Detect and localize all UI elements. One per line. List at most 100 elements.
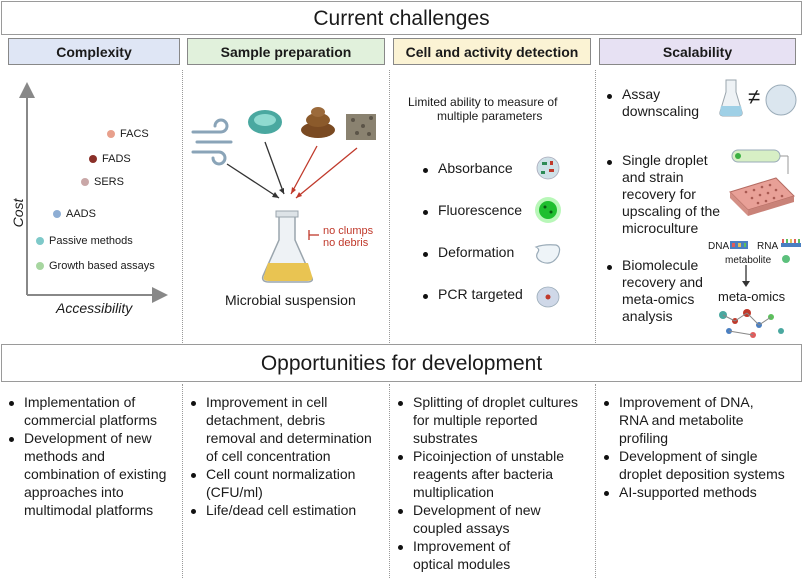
downscaling-graphic [719,79,797,117]
opp-sc1-l1: Improvement of DNA, [619,394,754,410]
sample-prep-graphic [191,107,376,283]
scalability-item2-line3: recovery for [622,186,696,202]
opp-sample-1: Improvement in cell detachment, debris r… [188,393,388,465]
opp-d3-l1: Development of new [413,502,541,518]
dna-label: DNA [708,241,730,252]
scalability-item-biomolecule: Biomolecule recovery and meta-omics anal… [604,257,703,325]
opp-sample-2: Cell count normalization (CFU/ml) [188,465,388,501]
well-plate-icon [729,177,795,216]
opp-scalability-3: AI-supported methods [601,483,801,501]
label-fads: FADS [102,153,131,165]
divider-3 [595,70,596,343]
detection-item-absorbance: Absorbance [420,160,523,202]
opp-d2-l1: Picoinjection of unstable [413,448,564,464]
complexity-axes [19,82,168,303]
microbial-suspension-caption: Microbial suspension [225,292,356,308]
droplet-transfer-icon [731,149,789,174]
opp-s3-l1: Life/dead cell estimation [206,502,357,518]
no-debris-label: no debris [323,237,369,249]
detection-item-deformation: Deformation [420,244,523,286]
scalability-item1-line1: Assay [622,86,661,102]
opportunities-detection: Splitting of droplet cultures for multip… [395,393,595,573]
header-scalability-label: Scalability [662,43,733,60]
detection-item-fluorescence: Fluorescence [420,202,523,244]
dna-strand-icon [730,241,748,249]
label-passive: Passive methods [49,235,133,247]
opp-sc3-l1: AI-supported methods [619,484,757,500]
point-fads [89,155,97,163]
detection-intro-2: multiple parameters [437,109,543,123]
scalability-item3-line2: recovery and [622,274,703,290]
scalability-item2-line1: Single droplet [622,152,708,168]
opp-d3-l2: coupled assays [413,520,510,536]
opp-c1-l2: commercial platforms [24,412,158,428]
opp-sc1-l2: RNA and metabolite [619,412,744,428]
detection-item-pcr: PCR targeted [420,286,523,328]
flask-icon [261,210,314,283]
opp-detection-3: Development of new coupled assays [395,501,595,537]
opp-d4-l1: Improvement of [413,538,511,554]
label-facs: FACS [120,128,149,140]
rna-label: RNA [757,241,779,252]
not-equal-sign: ≠ [748,84,761,109]
complexity-chart: Cost Accessibility FACS FADS SERS AADS P… [0,70,180,340]
divider-6 [595,384,596,578]
header-complexity: Complexity [8,38,180,65]
scalability-item3-line3: meta-omics [622,291,695,307]
pcr-icon [536,286,560,308]
microplate-graphic [729,149,795,216]
opp-s1-l4: of cell concentration [206,448,331,464]
header-sample-preparation-label: Sample preparation [220,43,352,60]
opp-d1-l1: Splitting of droplet cultures [413,394,578,410]
opp-c2-l5: multimodal platforms [24,502,154,518]
opp-detection-1: Splitting of droplet cultures for multip… [395,393,595,447]
point-aads [53,210,61,218]
metabolite-label: metabolite [725,255,772,266]
scalability-item2-line2: and strain [622,169,684,185]
opportunities-title: Opportunities for development [1,344,802,382]
opp-sc1-l3: profiling [619,430,669,446]
scalability-item1-line2: downscaling [622,103,700,119]
opportunities-text: Opportunities for development [260,352,543,375]
scalability-item-droplet-recovery: Single droplet and strain recovery for u… [604,152,720,237]
x-axis-label: Accessibility [56,300,133,316]
feces-icon [301,107,335,138]
opp-c2-l1: Development of new [24,430,152,446]
header-scalability: Scalability [599,38,796,65]
scalability-item3-line1: Biomolecule [622,257,699,273]
omics-graphic [719,239,801,338]
molecule-cluster-icon [719,309,784,338]
detection-icons [534,156,561,308]
input-arrows [226,141,358,199]
label-sers: SERS [94,176,124,188]
opp-sc2-l2: droplet deposition systems [619,466,785,482]
divider-1 [182,70,183,343]
absorbance-icon [536,156,560,180]
no-clumps-label: no clumps [323,225,374,237]
label-aads: AADS [66,208,96,220]
opp-sc2-l1: Development of single [619,448,758,464]
opp-d2-l2: reagents after bacteria [413,466,554,482]
header-sample-preparation: Sample preparation [187,38,385,65]
cell-icon [248,110,282,134]
opp-scalability-2: Development of single droplet deposition… [601,447,801,483]
opp-sample-3: Life/dead cell estimation [188,501,388,519]
opp-d4-l2: optical modules [413,556,511,572]
detection-intro-1: Limited ability to measure of [408,95,558,109]
current-challenges-title: Current challenges [1,1,802,35]
opp-d1-l2: for multiple reported [413,412,538,428]
scalability-item2-line5: microculture [622,220,699,236]
opp-c1-l1: Implementation of [24,394,136,410]
opp-detection-2: Picoinjection of unstable reagents after… [395,447,595,501]
rna-strand-icon [781,239,801,247]
divider-5 [389,384,390,578]
header-detection-label: Cell and activity detection [405,43,579,60]
opp-d2-l3: multiplication [413,484,494,500]
opp-c2-l3: combination of existing [24,466,167,482]
divider-2 [389,70,390,343]
flask-small-icon [719,79,743,117]
opp-d1-l3: substrates [413,430,478,446]
opportunities-sample-prep: Improvement in cell detachment, debris r… [188,393,388,519]
point-facs [107,130,115,138]
droplet-icon [765,84,797,116]
